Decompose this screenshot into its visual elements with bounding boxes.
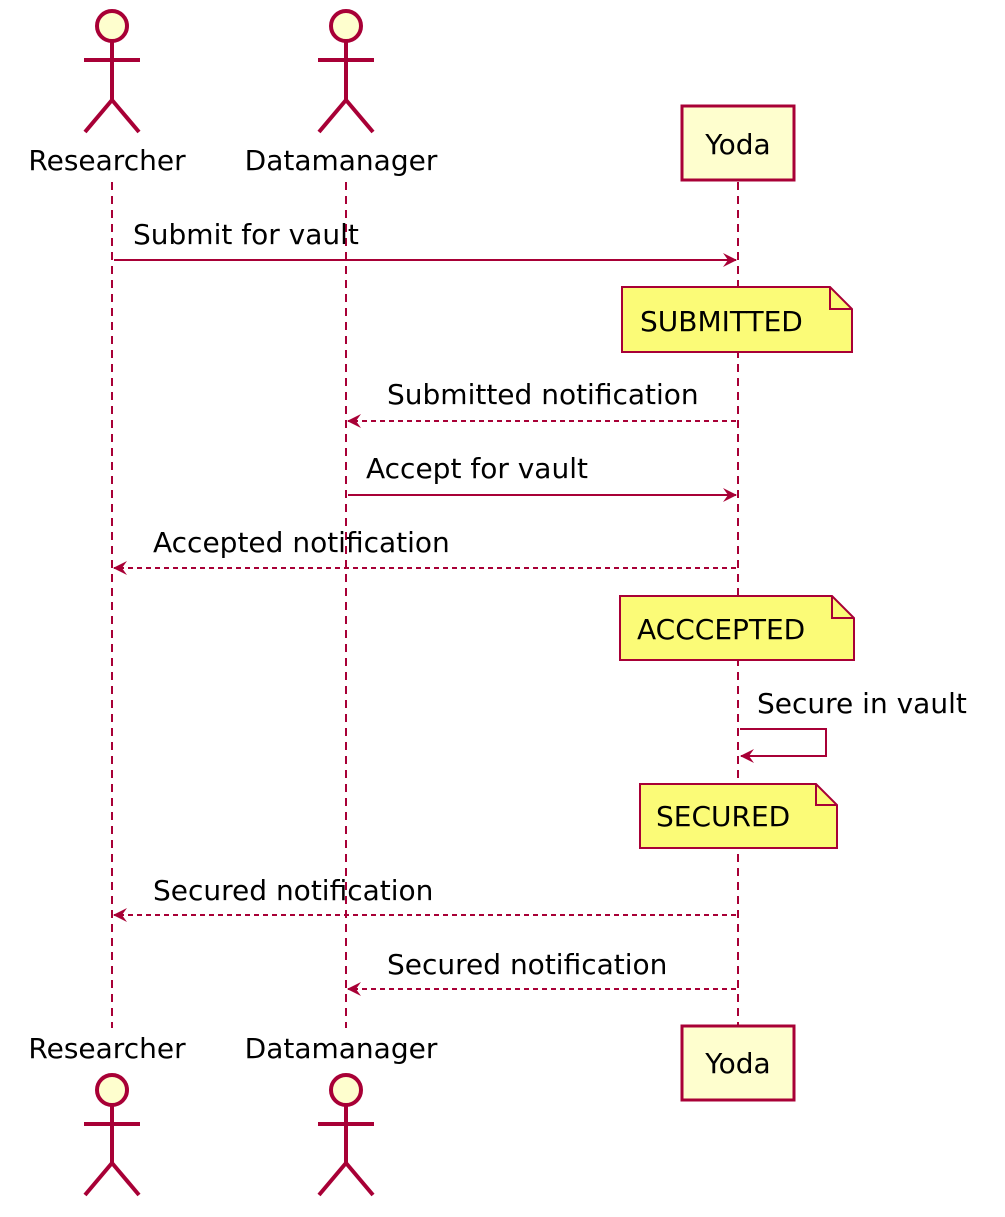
message-label: Submitted notification — [387, 378, 699, 411]
actor-icon — [95, 9, 129, 43]
note-label: SECURED — [656, 800, 790, 833]
message-secure-in-vault: Secure in vault — [740, 687, 967, 763]
actor-datamanager-bottom: Datamanager — [245, 1032, 438, 1197]
actor-icon — [95, 1073, 129, 1107]
message-secured-notification-researcher: Secured notification — [113, 874, 736, 922]
message-label: Accepted notification — [153, 526, 450, 559]
participant-label: Yoda — [704, 1047, 770, 1080]
message-submitted-notification: Submitted notification — [347, 378, 736, 428]
actor-label: Researcher — [28, 1032, 186, 1065]
message-label: Secure in vault — [757, 687, 967, 720]
participant-label: Yoda — [704, 128, 770, 161]
note-accepted: ACCCEPTED — [619, 595, 855, 661]
message-label: Submit for vault — [133, 218, 359, 251]
actor-label: Datamanager — [245, 1032, 438, 1065]
actor-icon — [329, 9, 363, 43]
note-label: SUBMITTED — [640, 305, 803, 338]
participant-yoda-bottom: Yoda — [680, 1024, 796, 1102]
message-label: Secured notification — [153, 874, 433, 907]
message-label: Accept for vault — [366, 452, 588, 485]
message-label: Secured notification — [387, 948, 667, 981]
actor-icon — [329, 1073, 363, 1107]
message-accepted-notification: Accepted notification — [113, 526, 736, 575]
message-secured-notification-datamanager: Secured notification — [347, 948, 736, 996]
participant-yoda-top: Yoda — [680, 104, 796, 182]
note-submitted: SUBMITTED — [621, 286, 853, 353]
note-secured: SECURED — [639, 783, 838, 849]
message-submit-for-vault: Submit for vault — [114, 218, 737, 267]
note-label: ACCCEPTED — [637, 613, 805, 646]
actor-researcher-top: Researcher — [28, 9, 186, 177]
message-accept-for-vault: Accept for vault — [348, 452, 737, 502]
actor-researcher-bottom: Researcher — [28, 1032, 186, 1197]
actor-datamanager-top: Datamanager — [245, 9, 438, 177]
actor-label: Researcher — [28, 144, 186, 177]
actor-label: Datamanager — [245, 144, 438, 177]
